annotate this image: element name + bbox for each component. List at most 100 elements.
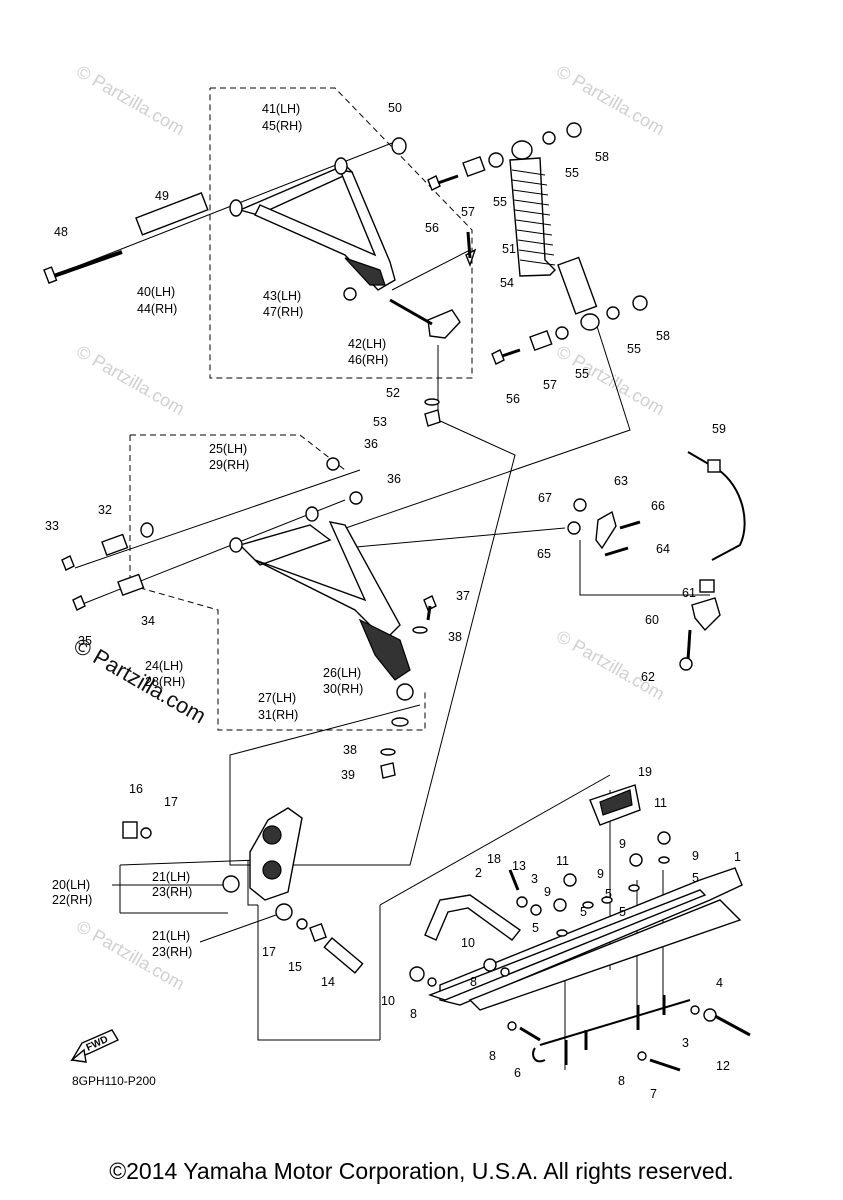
callout-5a: 5	[692, 871, 699, 885]
callout-56b: 56	[506, 392, 520, 406]
watermark: © Partzilla.com	[73, 341, 188, 419]
callout-36b: 36	[387, 472, 401, 486]
callout-6: 6	[514, 1066, 521, 1080]
callout-9b: 9	[692, 849, 699, 863]
callout-15: 15	[288, 960, 302, 974]
callout-8a: 8	[470, 975, 477, 989]
callout-3a: 3	[531, 872, 538, 886]
callout-32: 32	[98, 503, 112, 517]
callout-55a: 55	[493, 195, 507, 209]
leader-lines	[54, 142, 710, 1070]
diagram-code: 8GPH110-P200	[72, 1074, 156, 1088]
callout-22: 22(RH)	[52, 893, 92, 907]
callout-10b: 10	[381, 994, 395, 1008]
callout-53: 53	[373, 415, 387, 429]
callout-67: 67	[538, 491, 552, 505]
callout-38b: 38	[343, 743, 357, 757]
callout-5e: 5	[532, 921, 539, 935]
callout-28: 28(RH)	[145, 675, 185, 689]
callout-5c: 5	[580, 905, 587, 919]
callout-12: 12	[716, 1059, 730, 1073]
callout-46: 46(RH)	[348, 353, 388, 367]
callout-48: 48	[54, 225, 68, 239]
fwd-label: FWD	[85, 1034, 110, 1054]
callout-60: 60	[645, 613, 659, 627]
callout-66: 66	[651, 499, 665, 513]
callout-56a: 56	[425, 221, 439, 235]
callout-29: 29(RH)	[209, 458, 249, 472]
callout-16: 16	[129, 782, 143, 796]
callout-9a: 9	[619, 837, 626, 851]
callout-21a: 21(LH)	[152, 870, 190, 884]
callout-52: 52	[386, 386, 400, 400]
callout-62: 62	[641, 670, 655, 684]
callout-19: 19	[638, 765, 652, 779]
callout-55b: 55	[565, 166, 579, 180]
callout-63: 63	[614, 474, 628, 488]
callout-11b: 11	[556, 854, 569, 868]
fwd-arrow: FWD	[70, 1029, 120, 1063]
callout-58b: 58	[656, 329, 670, 343]
callout-40: 40(LH)	[137, 285, 175, 299]
callout-2: 2	[475, 866, 482, 880]
callout-38a: 38	[448, 630, 462, 644]
watermark: © Partzilla.com	[73, 61, 188, 139]
callout-34: 34	[141, 614, 155, 628]
steering-link	[567, 451, 746, 671]
watermark: © Partzilla.com	[553, 341, 668, 419]
callout-7: 7	[650, 1087, 657, 1101]
callout-41: 41(LH)	[262, 102, 300, 116]
callout-10a: 10	[461, 936, 475, 950]
callout-49: 49	[155, 189, 169, 203]
callout-44: 44(RH)	[137, 302, 177, 316]
callout-65: 65	[537, 547, 551, 561]
callout-8b: 8	[410, 1007, 417, 1021]
spindle-bracket	[122, 807, 364, 974]
callout-58a: 58	[595, 150, 609, 164]
callout-24: 24(LH)	[145, 659, 183, 673]
callout-42: 42(LH)	[348, 337, 386, 351]
callout-8c: 8	[489, 1049, 496, 1063]
callout-57b: 57	[543, 378, 557, 392]
callout-45: 45(RH)	[262, 119, 302, 133]
callouts: 50 41(LH) 45(RH) 49 48 40(LH) 44(RH) 43(LH) 47(R…	[45, 101, 741, 1101]
callout-20: 20(LH)	[52, 878, 90, 892]
callout-17a: 17	[164, 795, 178, 809]
callout-25: 25(LH)	[209, 442, 247, 456]
callout-23a: 23(RH)	[152, 885, 192, 899]
callout-3b: 3	[682, 1036, 689, 1050]
callout-23b: 23(RH)	[152, 945, 192, 959]
watermark: © Partzilla.com	[553, 626, 668, 704]
callout-64: 64	[656, 542, 670, 556]
upper-a-arm	[43, 137, 477, 427]
callout-37: 37	[456, 589, 470, 603]
callout-35: 35	[78, 634, 92, 648]
callout-61: 61	[682, 586, 696, 600]
callout-33: 33	[45, 519, 59, 533]
callout-17b: 17	[262, 945, 276, 959]
callout-47: 47(RH)	[263, 305, 303, 319]
callout-5d: 5	[619, 905, 626, 919]
callout-54: 54	[500, 276, 514, 290]
callout-5b: 5	[605, 887, 612, 901]
callout-31: 31(RH)	[258, 708, 298, 722]
callout-55c: 55	[627, 342, 641, 356]
callout-11a: 11	[654, 796, 667, 810]
group-boxes	[129, 87, 473, 731]
callout-9d: 9	[597, 867, 604, 881]
callout-59: 59	[712, 422, 726, 436]
ski-assembly	[409, 784, 751, 1072]
callout-36a: 36	[364, 437, 378, 451]
callout-18: 18	[487, 852, 501, 866]
callout-50: 50	[388, 101, 402, 115]
callout-14: 14	[321, 975, 335, 989]
lower-a-arm	[61, 457, 437, 779]
callout-26: 26(LH)	[323, 666, 361, 680]
callout-39: 39	[341, 768, 355, 782]
callout-30: 30(RH)	[323, 682, 363, 696]
callout-1: 1	[734, 850, 741, 864]
callout-21b: 21(LH)	[152, 929, 190, 943]
callout-43: 43(LH)	[263, 289, 301, 303]
shock-absorber	[427, 122, 648, 365]
